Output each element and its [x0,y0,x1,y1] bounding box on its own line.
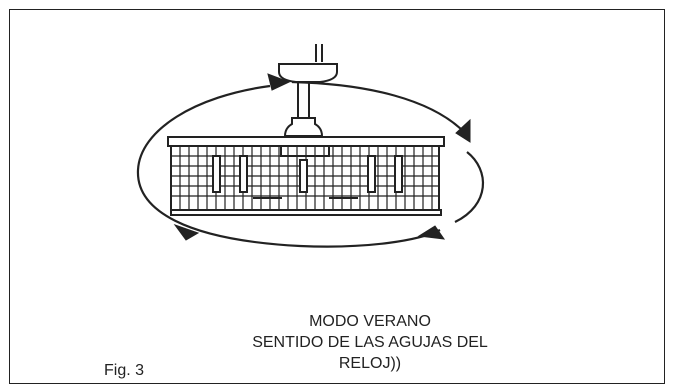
airflow-arrows [173,73,471,241]
arrow-right-icon [455,118,471,143]
fan-mount [278,44,338,137]
arrow-bottom-left-icon [417,225,446,240]
arrow-top-right-icon [267,73,291,91]
fan-body [167,136,445,216]
caption-direction: SENTIDO DE LAS AGUJAS DEL [252,334,488,351]
arrow-left-icon [173,223,200,241]
caption-direction-end: RELOJ)) [338,355,402,372]
caption-mode: MODO VERANO [309,313,431,330]
airflow-path [136,80,485,248]
figure-number: Fig. 3 [104,362,145,379]
figure-caption: MODO VERANO SENTIDO DE LAS AGUJAS DEL RE… [200,311,540,374]
